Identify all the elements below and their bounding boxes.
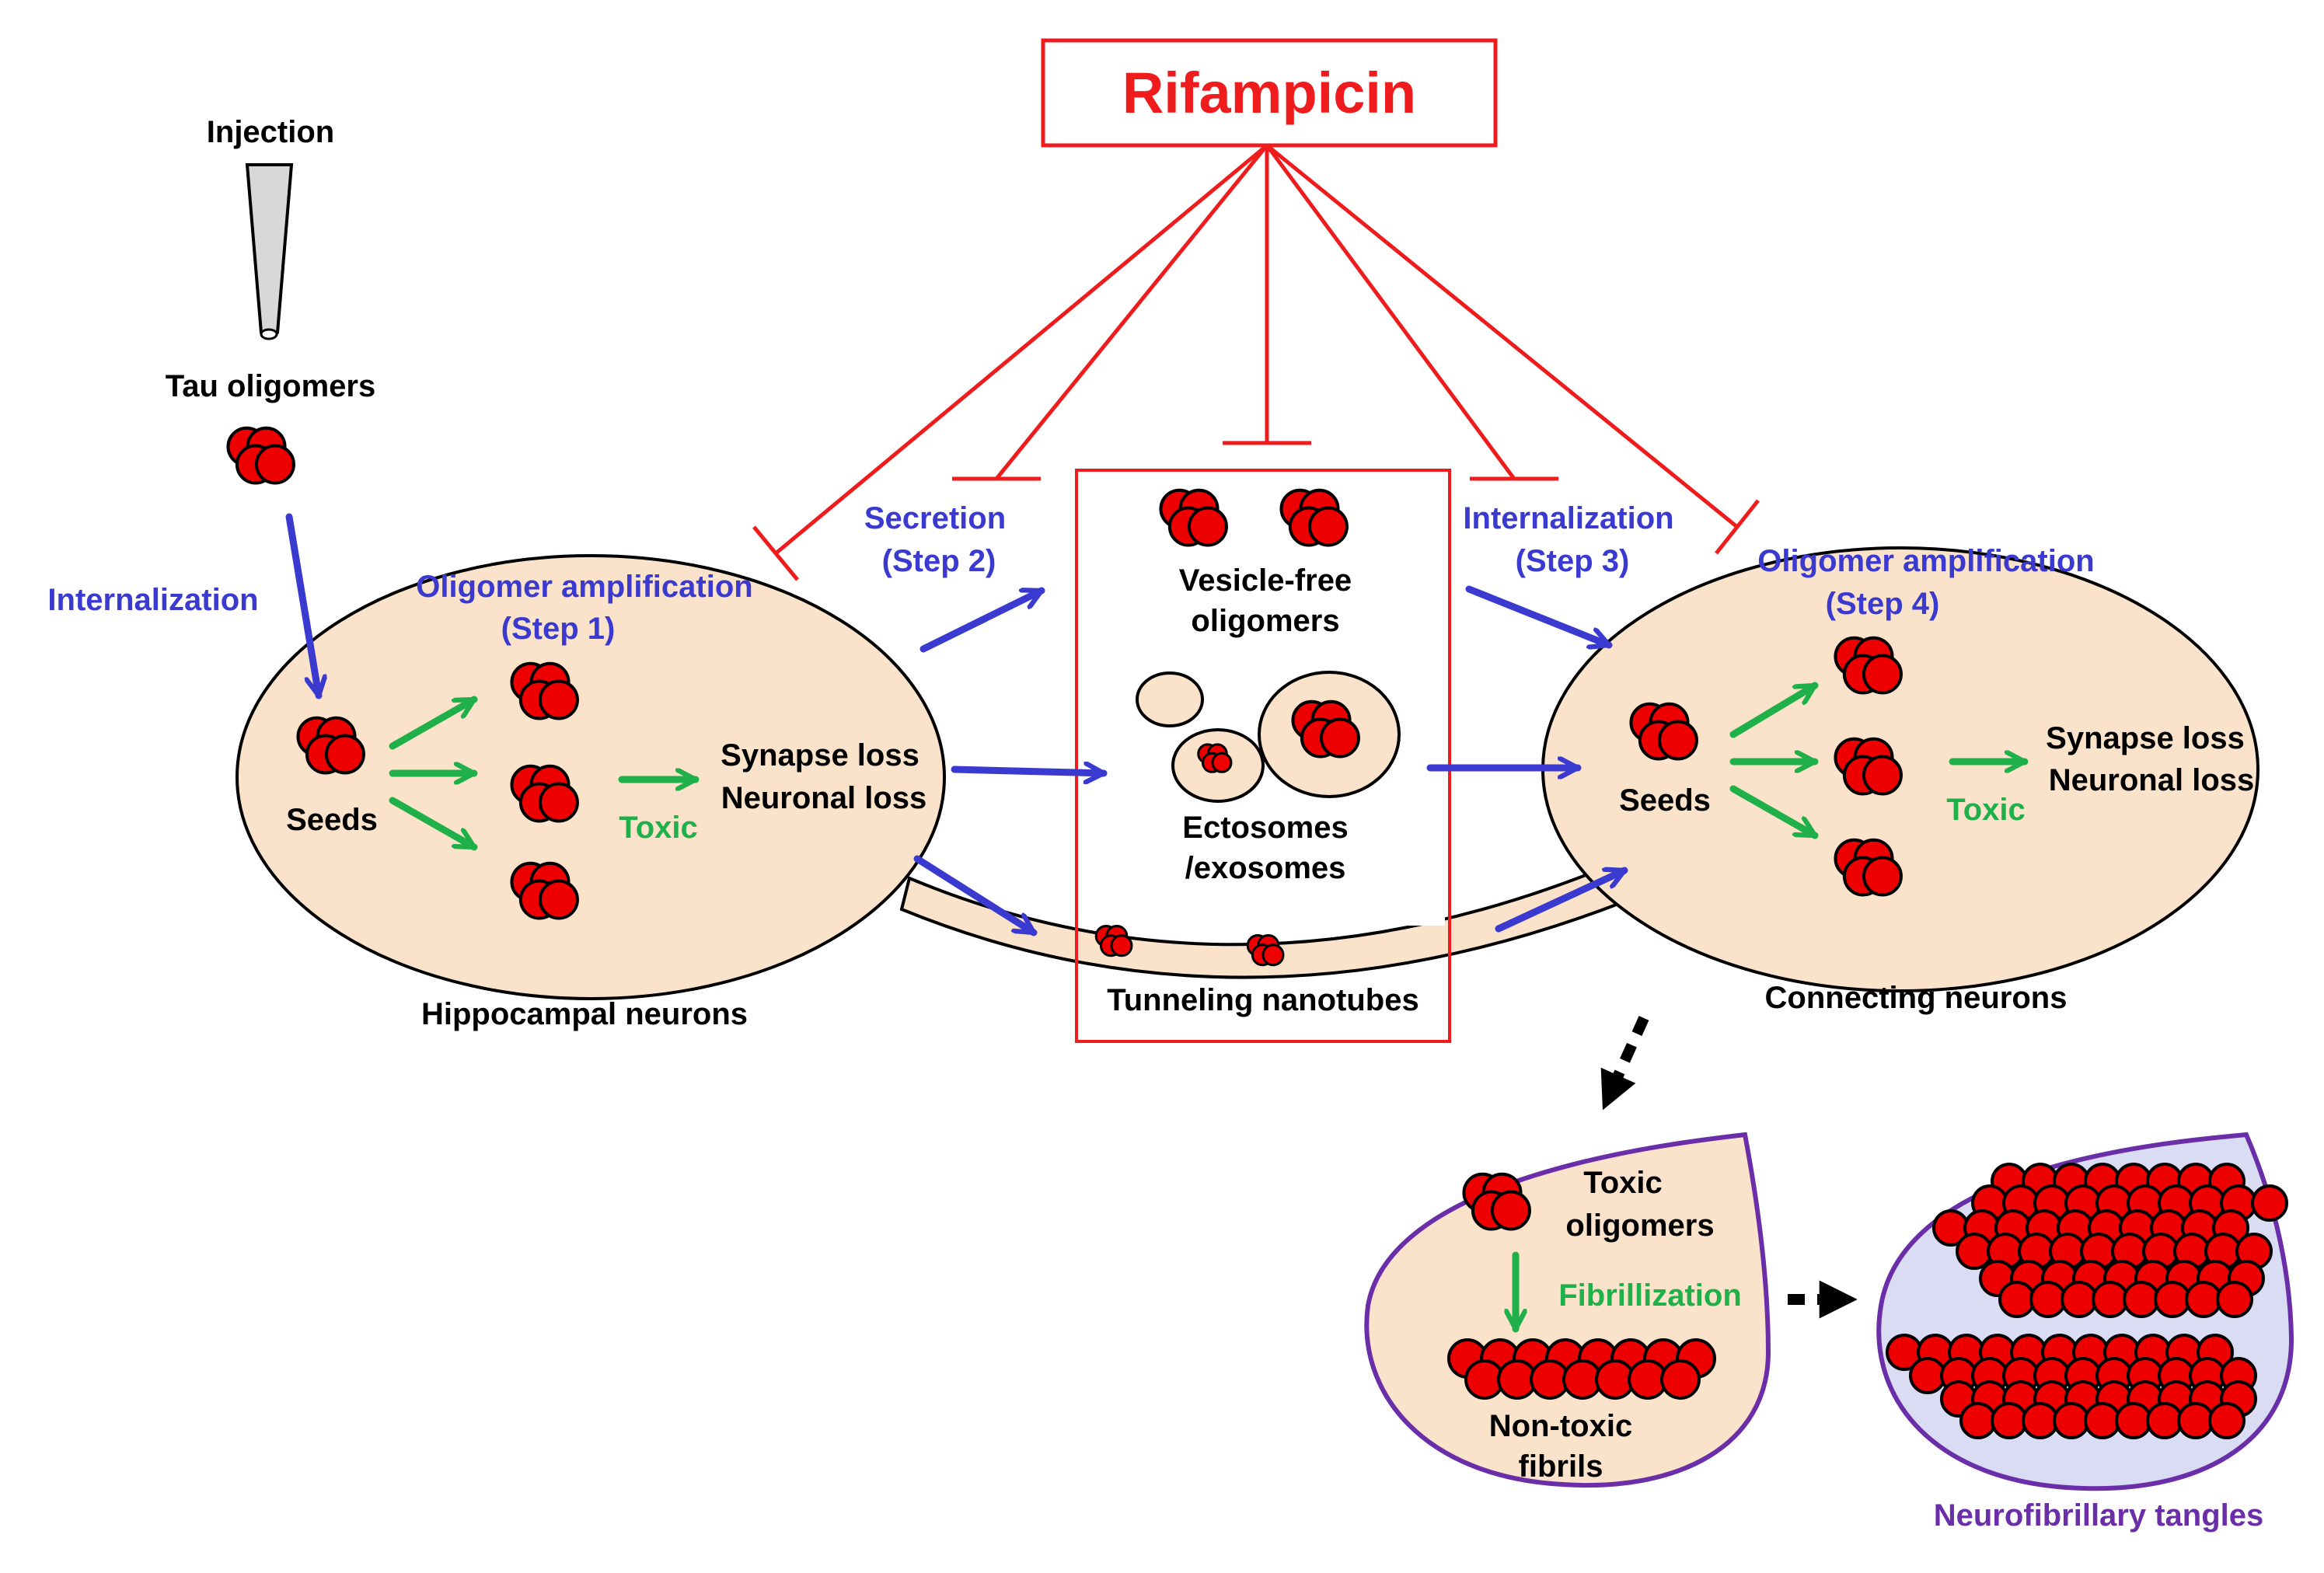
oligomer-bead [1319, 717, 1360, 759]
oligomer-bead [1909, 1357, 1946, 1394]
release-arrow [951, 769, 1108, 773]
oligomer-bead [324, 734, 365, 775]
oligomer-bead [1187, 506, 1228, 547]
oligomer-bead [1657, 720, 1698, 761]
secretion-arrow [919, 587, 1042, 653]
synapse-loss-right-label: Synapse loss [2046, 721, 2245, 755]
oligomer-bead [2029, 1281, 2067, 1318]
oligomer-bead [2185, 1281, 2222, 1318]
tau-oligomers-label: Tau oligomers [166, 369, 375, 403]
rifampicin-title: Rifampicin [1122, 61, 1416, 125]
oligomer-bead [2146, 1402, 2183, 1439]
toxic-oligomers-line1: Toxic [1583, 1166, 1663, 1200]
amplification-step4-line2: (Step 4) [1826, 587, 1940, 621]
oligomer-bead [2053, 1402, 2090, 1439]
oligomer-bead [1862, 755, 1903, 796]
blue-arrows [285, 513, 1624, 936]
neurofibrillary-tangles-label: Neurofibrillary tangles [1934, 1498, 2264, 1533]
non-toxic-line1: Non-toxic [1489, 1409, 1632, 1443]
oligomer-bead [1862, 654, 1903, 695]
oligomer-bead [1211, 752, 1233, 773]
vesicle-free-line1: Vesicle-free [1179, 563, 1352, 598]
rifampicin-inhibition-lines [752, 144, 1760, 581]
neuronal-loss-right-label: Neuronal loss [2049, 763, 2255, 797]
ectosomes-line2: /exosomes [1185, 851, 1346, 885]
oligomer-bead [2154, 1281, 2191, 1318]
internalization-step3-arrow [1465, 585, 1609, 645]
oligomer-clusters [226, 426, 2288, 1439]
oligomer-bead [2251, 1184, 2288, 1222]
oligomer-bead [2084, 1402, 2121, 1439]
toxic-right-label: Toxic [1946, 793, 2026, 827]
oligomer-bead [254, 444, 295, 485]
internalization-label: Internalization [47, 583, 258, 617]
hippocampal-neurons-label: Hippocampal neurons [421, 997, 748, 1031]
fibrillization-label: Fibrillization [1558, 1278, 1742, 1313]
oligomer-bead [2208, 1402, 2245, 1439]
oligomer-bead [2092, 1281, 2129, 1318]
injection-label: Injection [207, 115, 334, 149]
secretion-line1: Secretion [864, 501, 1006, 535]
oligomer-bead [538, 782, 579, 823]
oligomer-bead [2123, 1281, 2160, 1318]
oligomer-bead [1959, 1402, 1997, 1439]
tunneling-nanotubes-label: Tunneling nanotubes [1107, 983, 1418, 1017]
oligomer-bead [538, 879, 579, 920]
connecting-neurons-label: Connecting neurons [1765, 981, 2068, 1015]
toxic-oligomers-line2: oligomers [1565, 1209, 1714, 1243]
oligomer-bead [1862, 856, 1903, 897]
oligomer-bead [1110, 934, 1133, 957]
oligomer-bead [538, 679, 579, 720]
green-arrows [389, 682, 2029, 1333]
neuronal-loss-left-label: Neuronal loss [721, 781, 927, 815]
empty-vesicle [1136, 671, 1204, 727]
oligomer-bead [1307, 506, 1349, 547]
oligomer-bead [2177, 1402, 2214, 1439]
ectosomes-line1: Ectosomes [1182, 811, 1348, 845]
black-dashed-arrows [1600, 1016, 1858, 1319]
hippocampal-neuron-cell [236, 554, 946, 1000]
injection-needle [245, 163, 294, 340]
oligomer-bead [1998, 1281, 2036, 1318]
oligomer-bead [1956, 1233, 1993, 1270]
oligomer-bead [2216, 1281, 2253, 1318]
oligomer-bead [1490, 1190, 1531, 1231]
synapse-loss-left-label: Synapse loss [721, 738, 919, 773]
amplification-step1-line2: (Step 1) [501, 612, 616, 646]
oligomer-bead [2061, 1281, 2098, 1318]
internalization-arrow [285, 513, 319, 696]
internalization-step3-line1: Internalization [1463, 501, 1673, 535]
oligomer-bead [2022, 1402, 2059, 1439]
non-toxic-line2: fibrils [1519, 1449, 1603, 1484]
labels: Rifampicin Injection Tau oligomers Inter… [47, 61, 2263, 1533]
seeds-right-label: Seeds [1619, 783, 1711, 818]
seeds-left-label: Seeds [286, 803, 378, 837]
nanotube-arrow-left [913, 855, 1034, 936]
vesicle-free-line2: oligomers [1191, 604, 1339, 638]
nanotube-arrow-right [1495, 867, 1624, 933]
oligomer-bead [1991, 1402, 2028, 1439]
internalization-step3-line2: (Step 3) [1516, 544, 1630, 578]
amplification-step4-line1: Oligomer amplification [1757, 544, 2094, 578]
oligomer-bead [1660, 1359, 1701, 1400]
oligomer-bead [2115, 1402, 2152, 1439]
amplification-step1-line1: Oligomer amplification [416, 570, 752, 604]
rifampicin-target-box [1075, 469, 1451, 1043]
secretion-line2: (Step 2) [882, 544, 996, 578]
toxic-left-label: Toxic [619, 811, 698, 845]
oligomer-bead [1261, 943, 1285, 967]
